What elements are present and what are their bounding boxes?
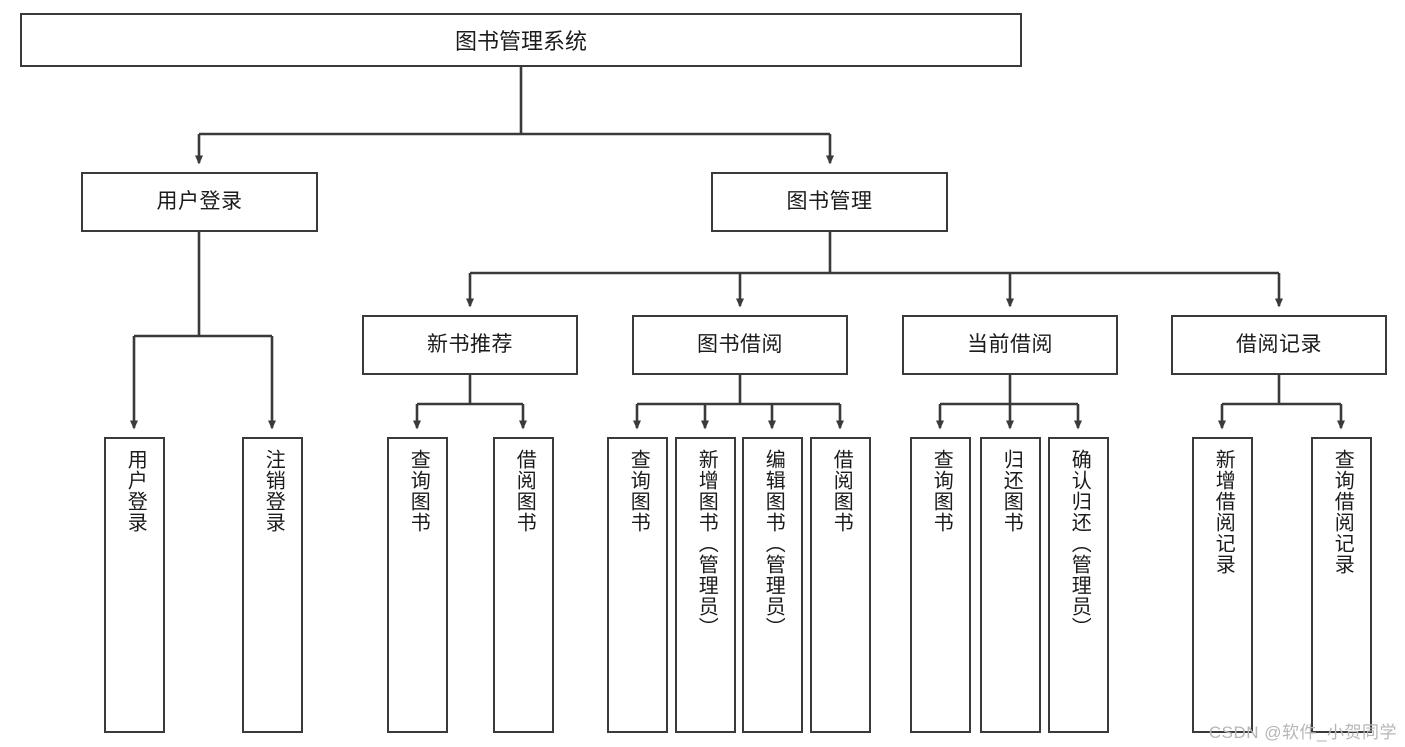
leaf-book-borrow-query[interactable]: 查询图书: [607, 437, 668, 733]
node-borrow-record-label: 借阅记录: [1236, 333, 1322, 357]
leaf-label: 用户登录: [124, 449, 147, 533]
node-book-management[interactable]: 图书管理: [711, 172, 948, 232]
node-root[interactable]: 图书管理系统: [20, 13, 1022, 67]
leaf-label: 编辑图书（管理员）: [762, 449, 785, 638]
leaf-book-borrow-borrow[interactable]: 借阅图书: [810, 437, 871, 733]
leaf-label: 确认归还（管理员）: [1068, 449, 1091, 638]
node-current-borrow-label: 当前借阅: [967, 333, 1053, 357]
node-new-book-recommend-label: 新书推荐: [427, 333, 513, 357]
node-user-login[interactable]: 用户登录: [81, 172, 318, 232]
leaf-user-login-login[interactable]: 用户登录: [104, 437, 165, 733]
csdn-watermark: CSDN @软件_小贺同学: [1208, 723, 1397, 742]
leaf-borrow-record-add[interactable]: 新增借阅记录: [1192, 437, 1253, 733]
leaf-borrow-record-query[interactable]: 查询借阅记录: [1311, 437, 1372, 733]
leaf-current-borrow-return[interactable]: 归还图书: [980, 437, 1041, 733]
node-root-label: 图书管理系统: [454, 29, 587, 54]
leaf-book-borrow-add[interactable]: 新增图书（管理员）: [675, 437, 736, 733]
leaf-label: 查询图书: [627, 449, 650, 533]
leaf-current-borrow-confirm-return[interactable]: 确认归还（管理员）: [1048, 437, 1109, 733]
leaf-user-login-logout[interactable]: 注销登录: [242, 437, 303, 733]
leaf-label: 借阅图书: [513, 449, 536, 533]
leaf-new-book-query[interactable]: 查询图书: [387, 437, 448, 733]
leaf-label: 注销登录: [262, 449, 285, 533]
leaf-new-book-borrow[interactable]: 借阅图书: [493, 437, 554, 733]
leaf-label: 新增借阅记录: [1212, 449, 1235, 575]
node-user-login-label: 用户登录: [156, 190, 243, 214]
leaf-label: 查询图书: [407, 449, 430, 533]
leaf-label: 归还图书: [1000, 449, 1023, 533]
leaf-label: 新增图书（管理员）: [695, 449, 718, 638]
leaf-label: 查询借阅记录: [1331, 449, 1354, 575]
node-borrow-record[interactable]: 借阅记录: [1171, 315, 1387, 375]
leaf-label: 查询图书: [930, 449, 953, 533]
node-book-borrow[interactable]: 图书借阅: [632, 315, 848, 375]
node-new-book-recommend[interactable]: 新书推荐: [362, 315, 578, 375]
node-book-management-label: 图书管理: [786, 190, 873, 214]
node-book-borrow-label: 图书借阅: [697, 333, 783, 357]
leaf-book-borrow-edit[interactable]: 编辑图书（管理员）: [742, 437, 803, 733]
leaf-current-borrow-query[interactable]: 查询图书: [910, 437, 971, 733]
leaf-label: 借阅图书: [830, 449, 853, 533]
node-current-borrow[interactable]: 当前借阅: [902, 315, 1118, 375]
